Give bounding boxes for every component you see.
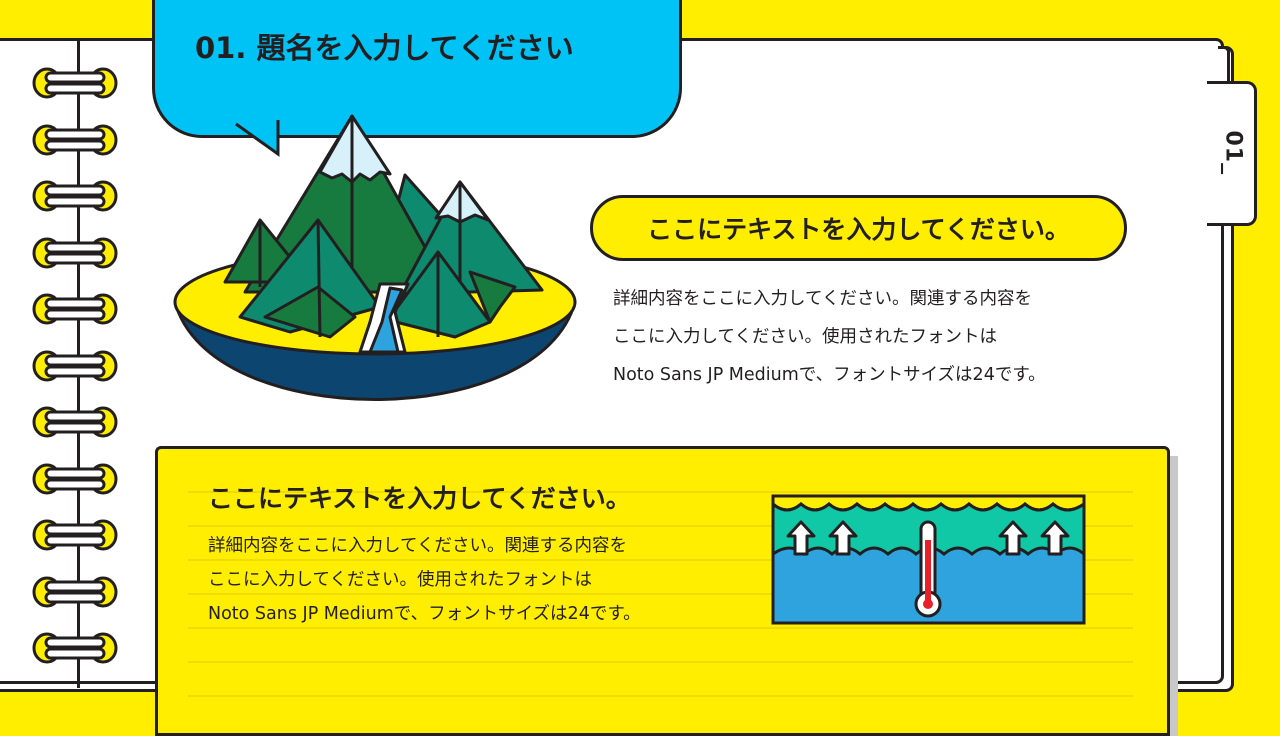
title-bubble: 01. 題名を入力してください <box>152 0 682 138</box>
spiral-ring-icon <box>32 124 118 155</box>
bottom-description: 詳細内容をここに入力してください。関連する内容を ここに入力してください。使用さ… <box>208 536 641 624</box>
spiral-ring-icon <box>32 180 118 212</box>
spiral-ring-icon <box>32 237 118 268</box>
page-tab-label: 01_ <box>1220 130 1246 176</box>
page-tab[interactable]: 01_ <box>1207 81 1257 226</box>
top-heading: ここにテキストを入力してください。 <box>647 215 1070 244</box>
top-description: 詳細内容をここに入力してください。関連する内容を ここに入力してください。使用さ… <box>613 289 1046 385</box>
spiral-ring-icon <box>32 632 118 664</box>
spiral-ring-icon <box>32 406 118 438</box>
rising-sea-temperature-icon <box>771 494 1086 625</box>
ruled-line <box>188 525 1133 527</box>
ruled-line <box>188 695 1133 697</box>
spiral-ring-icon <box>32 576 118 607</box>
mountain-island-icon <box>173 114 577 401</box>
tab-stub <box>1218 46 1230 86</box>
bottom-heading: ここにテキストを入力してください。 <box>208 484 631 513</box>
ruled-line <box>188 627 1133 629</box>
page-title: 01. 題名を入力してください <box>195 31 574 65</box>
bubble-tail-icon <box>232 120 280 157</box>
ruled-line <box>188 559 1133 561</box>
ruled-line <box>188 593 1133 595</box>
spiral-ring-icon <box>32 67 118 99</box>
spiral-ring-icon <box>32 350 118 381</box>
ruled-line <box>188 491 1133 493</box>
ruled-line <box>188 661 1133 663</box>
top-heading-pill: ここにテキストを入力してください。 <box>590 195 1127 261</box>
spiral-ring-icon <box>32 519 118 551</box>
spiral-ring-icon <box>32 463 118 494</box>
thermometer-icon <box>914 520 942 618</box>
spiral-ring-icon <box>32 293 118 325</box>
